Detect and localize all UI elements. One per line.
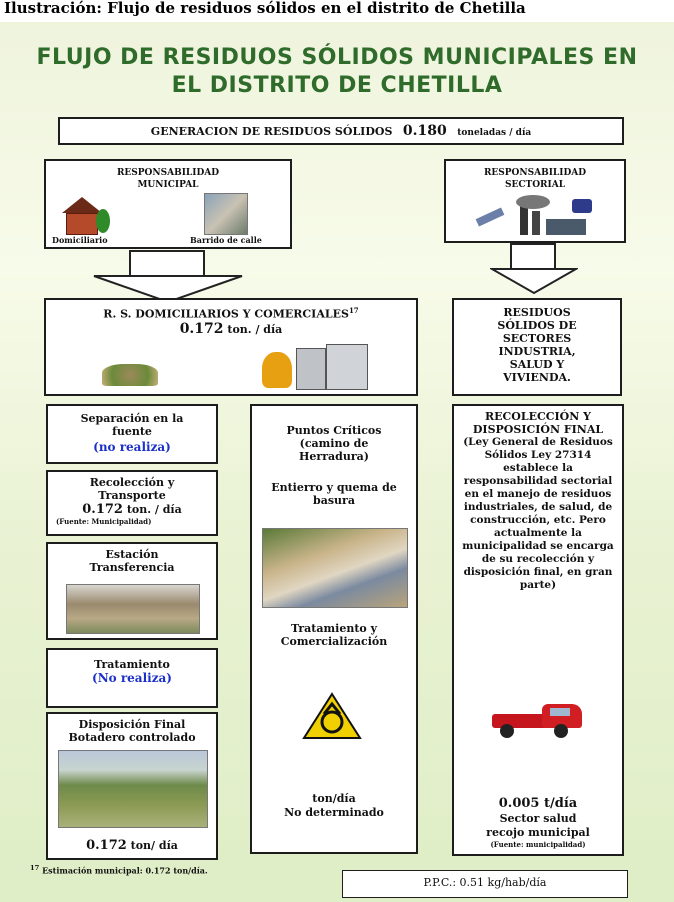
page-title: FLUJO DE RESIDUOS SÓLIDOS MUNICIPALES EN… <box>30 44 644 100</box>
trash-bins-icon <box>262 342 372 390</box>
sectorial-box: RESPONSABILIDAD SECTORIAL <box>444 159 626 243</box>
municipal-title: RESPONSABILIDAD MUNICIPAL <box>116 168 220 190</box>
municipal-right-caption: Barrido de calle <box>190 235 262 245</box>
generacion-value: 0.180 <box>402 123 447 139</box>
col3-sector: Sector salud <box>499 812 577 825</box>
rs-title: R. S. DOMICILIARIOS Y COMERCIALES <box>103 307 349 321</box>
col3-recojo: recojo municipal <box>486 826 590 839</box>
footnote-mark: 17 <box>30 864 40 872</box>
entierro-text: Entierro y quema de basura <box>271 481 397 507</box>
arrow-head-municipal <box>93 275 243 304</box>
footnote-text: Estimación municipal: 0.172 ton/día. <box>42 865 208 876</box>
cut-header: Ilustración: Flujo de residuos sólidos e… <box>0 0 674 22</box>
rs-unit: ton. / día <box>227 322 283 336</box>
column2-box: Puntos Críticos (camino de Herradura) En… <box>250 404 418 854</box>
puntos-criticos-text: Puntos Críticos (camino de Herradura) <box>286 424 382 463</box>
ppc-box: P.P.C.: 0.51 kg/hab/día <box>342 870 628 898</box>
garbage-pile-icon <box>102 350 158 386</box>
recoleccion-box: Recolección y Transporte 0.172 ton. / dí… <box>46 470 218 536</box>
disposicion-unit: ton/ día <box>130 839 178 852</box>
recoleccion-value: 0.172 <box>82 502 123 517</box>
sectores-box: RESIDUOS SÓLIDOS DE SECTORES INDUSTRIA, … <box>452 298 622 396</box>
transfer-station-photo <box>66 584 200 634</box>
tratamiento-label: Tratamiento <box>94 658 170 671</box>
generacion-box: GENERACION DE RESIDUOS SÓLIDOS 0.180 ton… <box>58 117 624 145</box>
landfill-photo <box>58 750 208 828</box>
rs-domiciliarios-box: R. S. DOMICILIARIOS Y COMERCIALES17 0.17… <box>44 298 418 396</box>
col3-body: (Ley General de Residuos Sólidos Ley 273… <box>462 436 614 591</box>
arrow-down-municipal <box>129 250 205 276</box>
rs-value: 0.172 <box>179 320 224 337</box>
sectorial-title: RESPONSABILIDAD SECTORIAL <box>483 168 587 190</box>
disposicion-label: Disposición Final Botadero controlado <box>68 718 196 744</box>
sectores-text: RESIDUOS SÓLIDOS DE SECTORES INDUSTRIA, … <box>497 306 577 384</box>
title-line-1: FLUJO DE RESIDUOS SÓLIDOS MUNICIPALES EN <box>36 45 638 70</box>
col3-title: RECOLECCIÓN Y DISPOSICIÓN FINAL <box>472 410 604 436</box>
arrow-head-sectorial <box>490 268 578 295</box>
col2-no-determinado: No determinado <box>284 806 384 819</box>
col3-note: (Fuente: municipalidad) <box>490 840 586 849</box>
column3-box: RECOLECCIÓN Y DISPOSICIÓN FINAL (Ley Gen… <box>452 404 624 856</box>
generacion-unit: toneladas / día <box>457 128 532 138</box>
recoleccion-label: Recolección y Transporte <box>89 476 175 502</box>
tratamiento-status: (No realiza) <box>92 671 172 685</box>
rs-sup: 17 <box>348 306 359 315</box>
col3-value: 0.005 t/día <box>498 796 578 811</box>
estacion-label: Estación Transferencia <box>89 548 175 574</box>
separacion-box: Separación en la fuente (no realiza) <box>46 404 218 464</box>
tratamiento-box: Tratamiento (No realiza) <box>46 648 218 708</box>
ppc-text: P.P.C.: 0.51 kg/hab/día <box>423 876 547 889</box>
col2-ton: ton/día <box>312 792 356 805</box>
house-icon <box>58 197 110 237</box>
disposicion-box: Disposición Final Botadero controlado 0.… <box>46 712 218 860</box>
disposicion-value: 0.172 <box>86 838 127 853</box>
municipal-left-caption: Domiciliario <box>52 235 108 245</box>
tratamiento-comerc-text: Tratamiento y Comercialización <box>280 622 388 648</box>
truck-icon <box>492 704 588 738</box>
municipal-box: RESPONSABILIDAD MUNICIPAL Domiciliario B… <box>44 159 292 249</box>
estacion-box: Estación Transferencia <box>46 542 218 640</box>
title-line-2: EL DISTRITO DE CHETILLA <box>171 73 503 98</box>
industry-icon <box>475 195 596 237</box>
street-sweeping-photo <box>204 193 248 235</box>
recoleccion-note: (Fuente: Municipalidad) <box>56 517 152 526</box>
generacion-label: GENERACION DE RESIDUOS SÓLIDOS <box>150 125 393 138</box>
recycle-icon <box>302 692 362 739</box>
footnote: 17 Estimación municipal: 0.172 ton/día. <box>30 864 208 876</box>
separacion-label: Separación en la fuente <box>80 412 184 438</box>
dumping-photo <box>262 528 408 608</box>
arrow-down-sectorial <box>510 243 556 269</box>
recoleccion-unit: ton. / día <box>126 503 182 516</box>
separacion-status: (no realiza) <box>93 440 171 454</box>
